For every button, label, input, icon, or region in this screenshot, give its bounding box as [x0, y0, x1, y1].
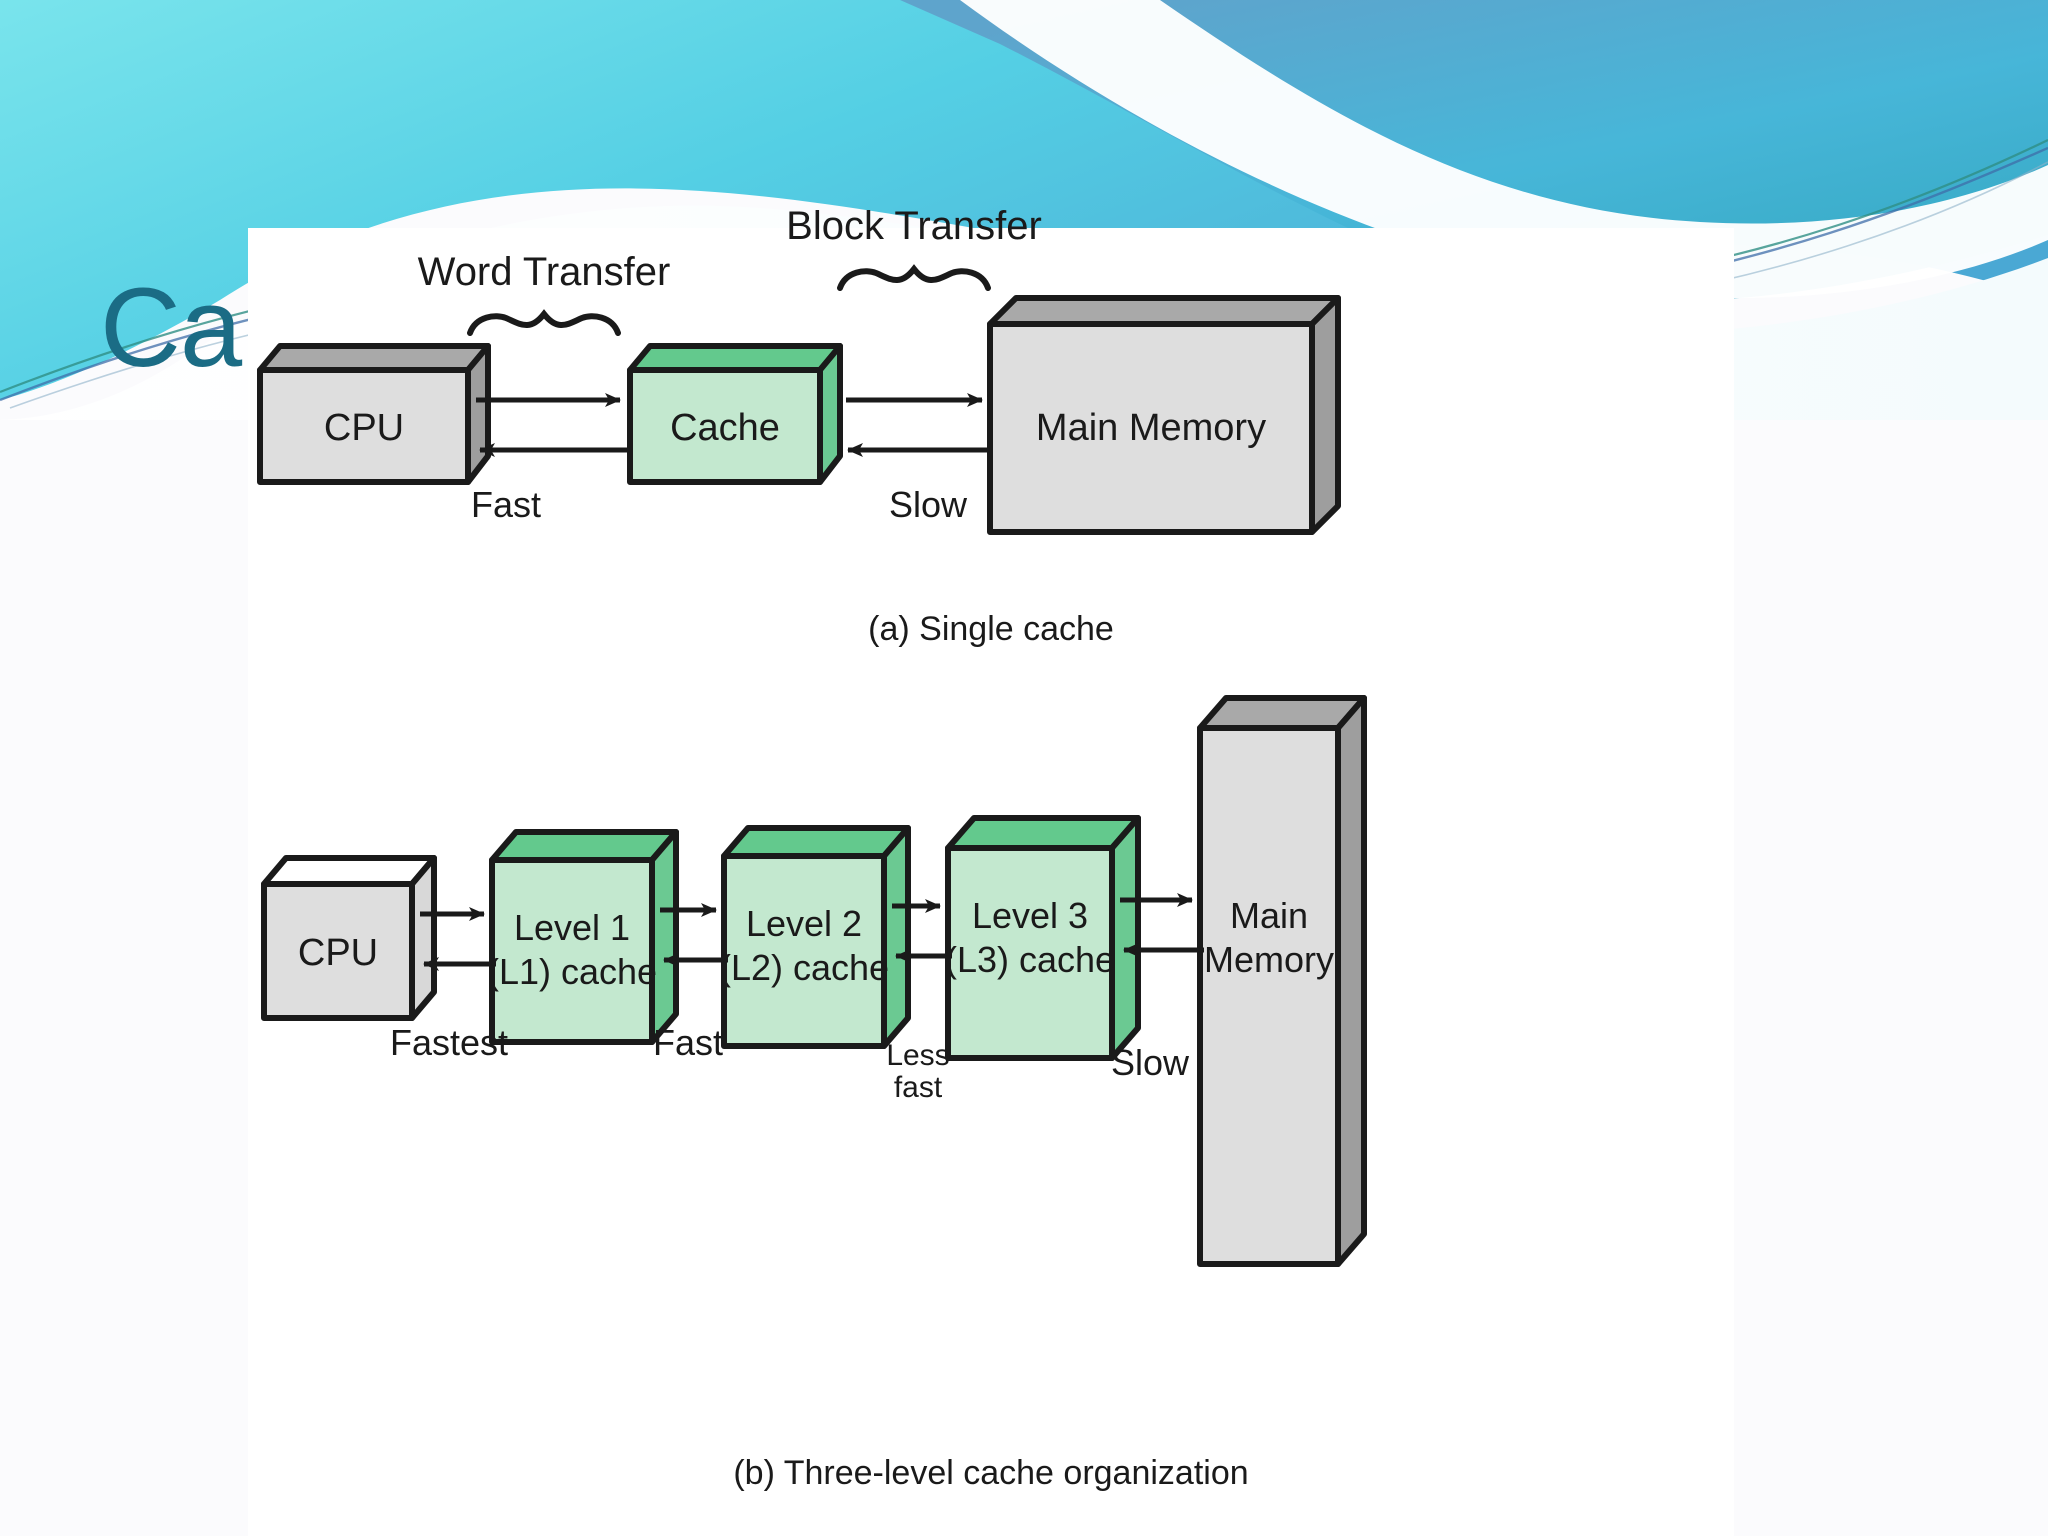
- figure-image-panel: Word Transfer Block Transfer CPU Cache M…: [248, 204, 1734, 1536]
- diagram-b-main-memory-box: [1197, 695, 1367, 1267]
- diagram-a-cache-box: [627, 343, 843, 485]
- cache-organization-diagram: [257, 264, 1367, 1267]
- diagram-b-l2-cache-box: [721, 825, 911, 1049]
- diagram-a-main-memory-box: [987, 295, 1341, 535]
- page-title: Ca: [100, 265, 242, 390]
- diagram-b-l1-cache-box: [489, 829, 679, 1045]
- diagram-a-cpu-box: [257, 343, 491, 485]
- diagram-b-cpu-box: [261, 855, 437, 1021]
- diagram-b-l3-cache-box: [945, 815, 1141, 1061]
